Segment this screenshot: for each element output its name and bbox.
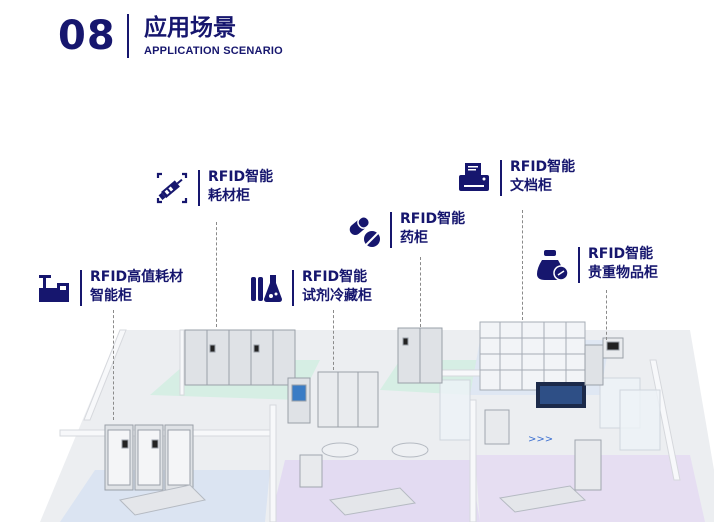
scenario-document-cabinet: RFID智能文档柜 [454,158,575,198]
label-divider [500,160,502,196]
pill-icon [344,210,384,250]
printer-document-icon [454,158,494,198]
high-value-cabinet-group [104,424,194,491]
display-screen [536,382,586,408]
section-title: 应用场景 [144,15,236,41]
carts [299,409,602,491]
scenario-line2: 耗材柜 [208,188,250,204]
leader-line-medicine [420,257,421,327]
header-divider [127,14,129,58]
scenario-line1: RFID智能 [588,246,654,262]
scenario-line1: RFID智能 [510,159,576,175]
leader-line-reagent [333,310,334,370]
label-divider [80,270,82,306]
medicine-cabinet-group [397,327,443,384]
scenario-line1: RFID智能 [208,169,274,185]
equipment-icon [34,268,74,308]
scenario-valuables-cabinet: RFID智能贵重物品柜 [532,245,658,285]
money-bag-icon [532,245,572,285]
reagent-fridge-group [287,371,379,428]
label-divider [390,212,392,248]
label-divider [198,170,200,206]
svg-text:>>>: >>> [528,434,553,445]
leader-line-consumables [216,222,217,327]
label-divider [292,270,294,306]
valuables-cabinet-group [584,337,624,386]
scenario-line1: RFID高值耗材 [90,269,184,285]
scenario-line2: 文档柜 [510,178,552,194]
syringe-icon [152,168,192,208]
scenario-reagent-fridge: RFID智能试剂冷藏柜 [246,268,372,308]
leader-line-document [522,210,523,320]
scenario-consumables-cabinet: RFID智能耗材柜 [152,168,273,208]
leader-line-valuables [606,290,607,340]
label-divider [578,247,580,283]
consumables-cabinet-group [184,329,296,386]
section-number: 08 [58,13,116,59]
scenario-line1: RFID智能 [400,211,466,227]
scenario-line2: 贵重物品柜 [588,265,658,281]
scenario-line2: 试剂冷藏柜 [302,288,372,304]
round-tables [321,442,429,458]
scenario-medicine-cabinet: RFID智能药柜 [344,210,465,250]
scenario-high-value-cabinet: RFID高值耗材智能柜 [34,268,183,308]
beds [118,484,587,516]
section-subtitle: APPLICATION SCENARIO [144,45,283,57]
document-shelf-group [479,321,586,391]
scenario-line2: 智能柜 [90,288,132,304]
scenario-line1: RFID智能 [302,269,368,285]
scenario-line2: 药柜 [400,230,428,246]
lab-flask-icon [246,268,286,308]
leader-line-high-value [113,310,114,420]
